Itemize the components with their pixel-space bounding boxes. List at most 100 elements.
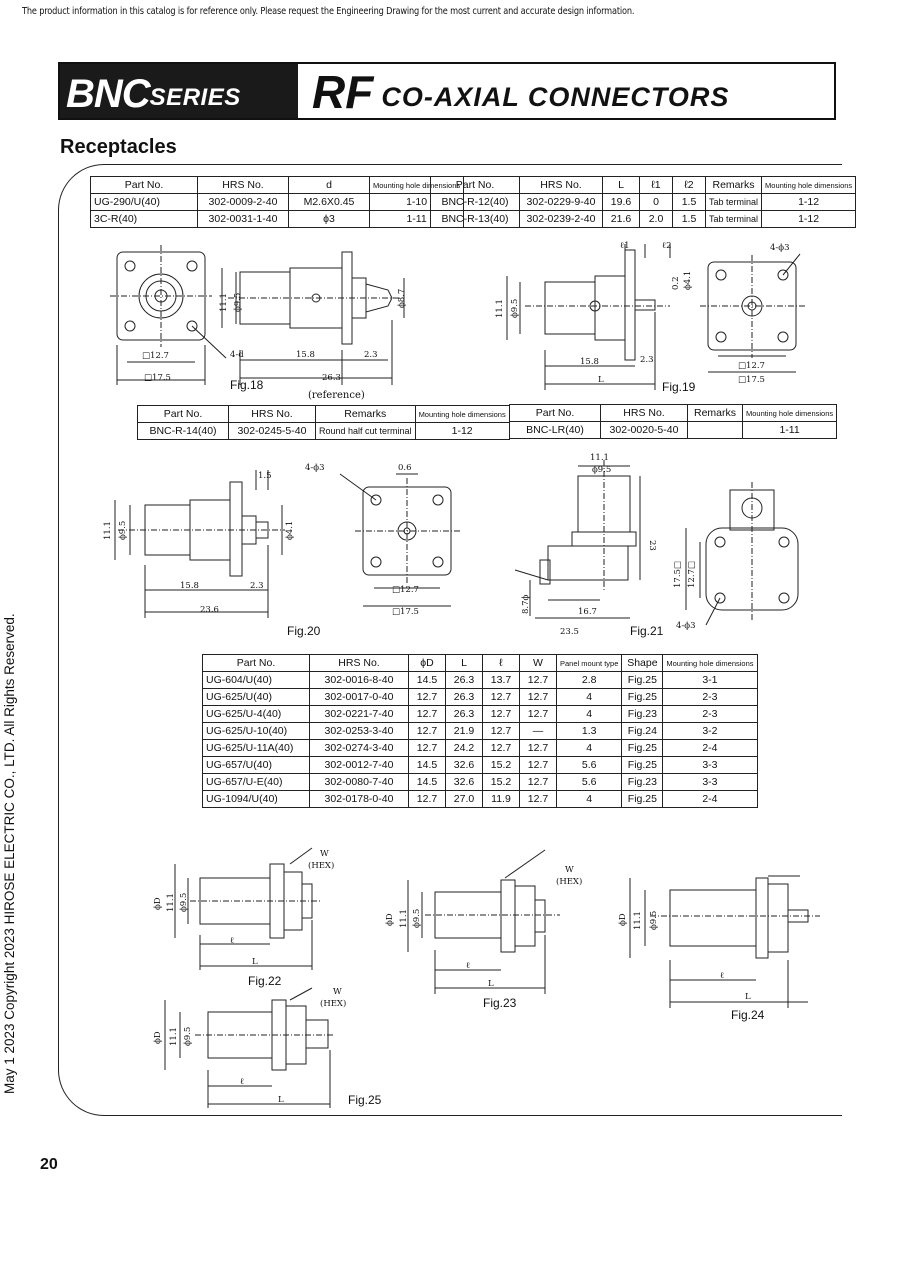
dim-label: L: [598, 375, 604, 385]
table-cell: Fig.25: [621, 688, 664, 706]
dim-label: L: [278, 1095, 284, 1105]
dim-label: ϕ9.5: [183, 1027, 193, 1046]
fig23-drawing: [407, 849, 560, 994]
cell-mount: 1-12: [761, 210, 857, 228]
cell-l2: 1.5: [672, 193, 706, 211]
dim-label: 11.1: [495, 299, 505, 318]
fig22-drawing: [174, 847, 320, 970]
table-cell: Fig.25: [621, 790, 664, 808]
dim-label: □17.5: [392, 607, 419, 617]
banner-rest: CO-AXIAL CONNECTORS: [381, 82, 730, 112]
dim-label: 11.1: [219, 293, 229, 312]
dim-label: 11.1: [633, 911, 643, 930]
fig25-label: Fig.25: [348, 1093, 382, 1107]
fig19-front-view: [700, 253, 805, 373]
table-cell: 12.7: [519, 705, 557, 723]
table-row: 3C-R(40) 302-0031-1-40 ϕ3 1-11: [90, 210, 465, 228]
dim-label: 23.6: [200, 605, 219, 615]
copyright-side-text: May 1 2023 Copyright 2023 HIROSE ELECTRI…: [2, 613, 17, 1094]
table-row: BNC-R-13(40) 302-0239-2-40 21.6 2.0 1.5 …: [430, 210, 857, 228]
dim-label: L: [252, 957, 258, 967]
dim-label: ϕ9.5: [179, 893, 189, 912]
cell-part: 3C-R(40): [90, 210, 198, 228]
dimension-labels: □12.7 □17.5 4-d 15.8 2.3 26.3 (reference…: [103, 241, 789, 1105]
table-cell: UG-657/U-E(40): [202, 773, 310, 791]
table-cell: 27.0: [445, 790, 483, 808]
dim-label: ϕ9.5: [510, 299, 520, 318]
table-cell: 2-4: [662, 790, 758, 808]
section-title: Receptacles: [60, 136, 177, 158]
dim-label: ℓ1: [620, 241, 629, 251]
cell-hrs: 302-0020-5-40: [600, 421, 688, 439]
table-cell: 13.7: [482, 671, 520, 689]
table-cell: 12.7: [519, 671, 557, 689]
dim-label: ϕ4.1: [285, 521, 295, 540]
dim-label: 15.8: [296, 350, 315, 360]
fig25-drawing: [164, 987, 335, 1108]
dim-label: W: [320, 849, 329, 859]
dim-label: □17.5: [144, 373, 171, 383]
dim-label: 2.3: [250, 581, 264, 591]
dim-label: □12.7: [142, 351, 169, 361]
dim-label: □17.5: [738, 375, 765, 385]
banner-heading: RF CO-AXIAL CONNECTORS: [312, 64, 729, 118]
fig20-front-view: [339, 473, 460, 607]
table-header-row: Part No. HRS No. Remarks Mounting hole d…: [137, 405, 510, 423]
dim-label: (HEX): [320, 998, 346, 1009]
dim-label: 11.1: [169, 1027, 179, 1046]
banner-rf: RF: [312, 66, 374, 118]
dim-label: 11.1: [590, 453, 609, 463]
dim-label: 15.8: [580, 357, 599, 367]
dim-label: ϕ9.5: [592, 465, 611, 475]
table-cell: Fig.24: [621, 722, 664, 740]
dim-label: 4-ϕ3: [305, 463, 324, 473]
dim-label: ℓ: [240, 1077, 244, 1087]
dim-label: ϕ8.7: [397, 289, 407, 308]
table-cell: 302-0080-7-40: [309, 773, 409, 791]
fig21-front-view: [685, 482, 799, 626]
dim-label: 0.6: [398, 463, 412, 473]
dim-label: □12.7: [738, 361, 765, 371]
dim-label: 11.1: [399, 909, 409, 928]
page-number: 20: [40, 1156, 58, 1173]
dim-label: L: [745, 992, 751, 1002]
table-cell: 14.5: [408, 671, 446, 689]
fig18-label: Fig.18: [230, 378, 264, 392]
table-row: BNC-R-12(40) 302-0229-9-40 19.6 0 1.5 Ta…: [430, 193, 857, 211]
table-fig20: Part No. HRS No. Remarks Mounting hole d…: [137, 405, 510, 440]
cell-mount: 1-12: [414, 422, 510, 440]
dim-label: 4-d: [230, 350, 244, 360]
fig20-side-view: [114, 470, 285, 618]
dim-label: □12.7: [392, 585, 419, 595]
dim-label: 4-ϕ3: [770, 243, 789, 253]
table-cell: 11.9: [482, 790, 520, 808]
dim-label: ϕ9.5: [118, 521, 128, 540]
dim-label: 26.3: [322, 373, 341, 383]
dim-label: ϕ9.5: [233, 293, 243, 312]
col-hrs-no: HRS No.: [600, 404, 688, 422]
dim-label: ϕD: [153, 897, 163, 910]
dim-label: ϕ9.5: [649, 911, 659, 930]
fig23-label: Fig.23: [483, 996, 517, 1010]
dim-label: 2.3: [640, 355, 654, 365]
dim-label: ϕD: [385, 913, 395, 926]
fig18-front-view: [110, 245, 227, 385]
fig20-label: Fig.20: [287, 624, 321, 638]
dim-label: 12.7□: [687, 561, 697, 588]
dim-label: (HEX): [308, 860, 334, 871]
table-cell: 302-0178-0-40: [309, 790, 409, 808]
fig18-side-view: [221, 251, 405, 385]
dim-label: 15.8: [180, 581, 199, 591]
dim-label: ϕD: [153, 1031, 163, 1044]
table-panel-mount: Part No. HRS No. ϕD L ℓ W Panel mount ty…: [202, 654, 758, 808]
fig21-side-view: [514, 460, 641, 619]
col-remarks: Remarks: [704, 176, 763, 194]
dim-label: W: [333, 987, 342, 997]
fig24-label: Fig.24: [731, 1008, 765, 1022]
table-cell: 12.7: [408, 722, 446, 740]
